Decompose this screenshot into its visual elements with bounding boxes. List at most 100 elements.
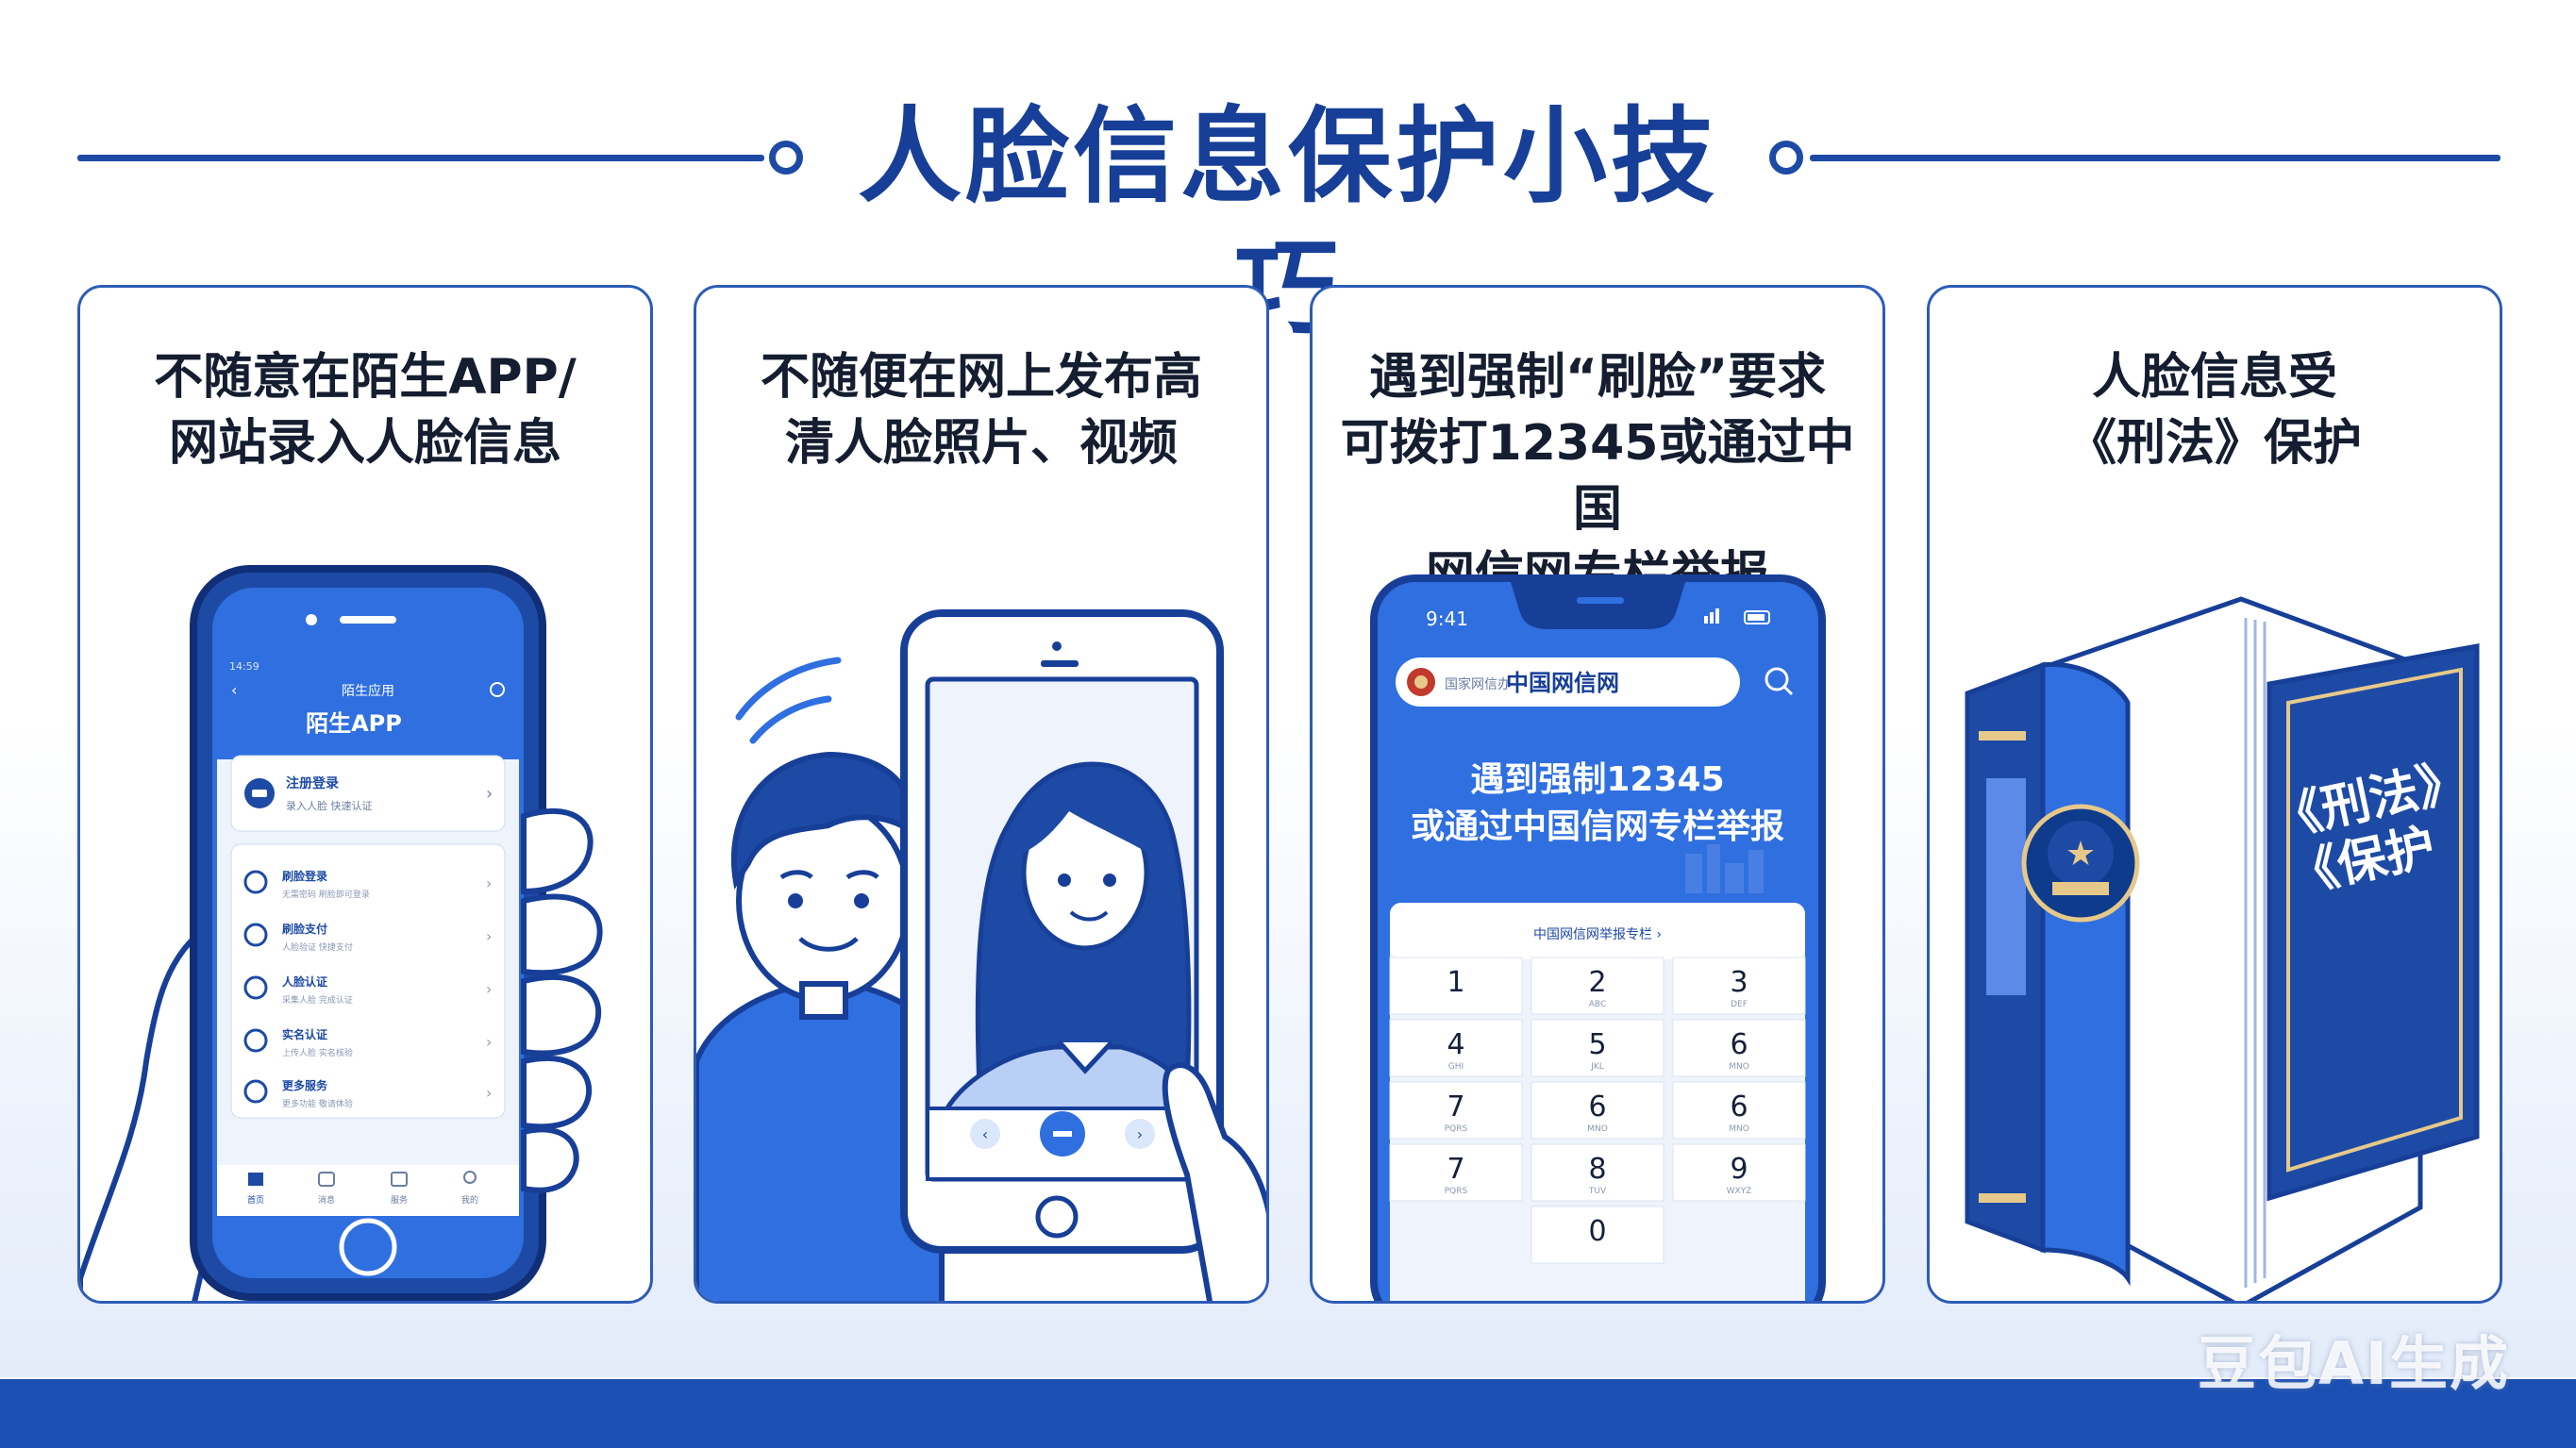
header-dot-right (1769, 141, 1803, 175)
dial-key-bg (1531, 1019, 1664, 1077)
svg-text:›: › (486, 1084, 492, 1102)
dial-key-letters: PQRS (1445, 1124, 1468, 1134)
nav-title: 陌生应用 (342, 683, 394, 699)
dial-key-letters: MNO (1729, 1062, 1749, 1072)
home-button-icon (339, 1218, 397, 1276)
dial-key-number: 9 (1730, 1153, 1748, 1186)
top-item-sub: 录入人脸 快速认证 (286, 799, 373, 812)
dial-key-0[interactable]: 0 (1531, 1206, 1664, 1264)
home-button-icon (1035, 1195, 1079, 1239)
svg-text:›: › (486, 1033, 492, 1051)
site-name: 中国网信网 (1506, 670, 1619, 696)
dial-key-number: 2 (1588, 966, 1606, 999)
dial-key-bg (1531, 1143, 1664, 1202)
dial-key-bg (1389, 1143, 1523, 1202)
list-item[interactable]: 刷脸支付 人脸验证 快捷支付 › (243, 922, 492, 953)
spine-band-icon (1979, 731, 2026, 741)
dial-key-number: 3 (1730, 966, 1748, 999)
tip-card-no-selfie-posting: 不随便在网上发布高 清人脸照片、视频 (694, 285, 1269, 1304)
svg-text:›: › (486, 927, 492, 945)
dial-key-number: 4 (1447, 1028, 1464, 1061)
service-icon (391, 1172, 408, 1187)
search-icon (1765, 667, 1789, 691)
hand-holding-phone-illustration: 14:59 ‹ 陌生应用 陌生APP 注册登录 录入人脸 快速认证 › 刷脸登录… (80, 565, 603, 1301)
site-prefix: 国家网信办 (1445, 676, 1511, 692)
page-title: 人脸信息保护小技巧 (858, 96, 1718, 349)
status-icons (1704, 608, 1770, 624)
couple-selfie-illustration: ‹ › (696, 609, 1266, 1301)
status-time: 9:41 (1426, 607, 1468, 630)
svg-text:›: › (486, 980, 492, 998)
dial-key-letters: ABC (1589, 1000, 1606, 1009)
dial-key-1[interactable]: 1 (1389, 957, 1523, 1015)
tab-message: 消息 (318, 1194, 335, 1206)
tab-home: 首页 (247, 1194, 264, 1206)
dial-key-letters: MNO (1587, 1124, 1608, 1134)
dial-key-letters: TUV (1588, 1187, 1607, 1196)
svg-text:更多功能 敬请体验: 更多功能 敬请体验 (282, 1098, 353, 1109)
status-time: 14:59 (229, 660, 259, 673)
card-caption: 不随便在网上发布高 清人脸照片、视频 (760, 349, 1202, 472)
svg-text:›: › (1137, 1125, 1143, 1143)
svg-text:‹: ‹ (982, 1125, 988, 1143)
card-caption: 人脸信息受 《刑法》保护 (2066, 349, 2362, 472)
header-dot-left (769, 141, 803, 175)
svg-text:上传人脸 实名核验: 上传人脸 实名核验 (282, 1047, 353, 1058)
dial-key-number: 1 (1447, 966, 1464, 999)
hand-icon (1162, 1062, 1266, 1301)
dial-key-bg (1389, 957, 1523, 1015)
message-icon (318, 1172, 335, 1187)
dial-key-number: 6 (1730, 1090, 1748, 1123)
dial-key-number: 6 (1588, 1090, 1606, 1123)
dial-key-bg (1389, 1081, 1523, 1140)
dial-key-letters: DEF (1731, 1000, 1748, 1009)
list-item[interactable]: 刷脸登录 无需密码 刷脸即可登录 › (243, 869, 492, 900)
list-item[interactable]: 更多服务 更多功能 敬请体验 › (243, 1078, 492, 1109)
next-icon (1125, 1119, 1155, 1149)
dial-key-bg (1672, 957, 1806, 1015)
list-item[interactable]: 人脸认证 采集人脸 完成认证 › (243, 974, 492, 1006)
dial-key-number: 8 (1588, 1153, 1606, 1186)
tip-card-report-forced-face-scan: 遇到强制“刷脸”要求 可拨打12345或通过中国 网信网专栏举报 9:41 国家… (1310, 285, 1885, 1304)
dial-key-letters: PQRS (1445, 1187, 1468, 1196)
header-line-right (1810, 155, 2501, 161)
dial-key-letters: MNO (1729, 1124, 1749, 1134)
banner-line-2: 或通过中国信网专栏举报 (1411, 807, 1784, 846)
dial-key-bg (1531, 1081, 1664, 1140)
profile-icon (463, 1171, 477, 1184)
dial-key-number: 0 (1588, 1215, 1606, 1248)
dial-key-letters: WXYZ (1727, 1187, 1752, 1196)
svg-text:刷脸登录: 刷脸登录 (282, 869, 327, 883)
dial-key-number: 7 (1447, 1153, 1464, 1186)
dial-key-bg (1531, 957, 1664, 1015)
tab-service: 服务 (391, 1194, 408, 1206)
card-caption: 不随意在陌生APP/ 网站录入人脸信息 (154, 349, 577, 472)
dial-key-bg (1672, 1081, 1806, 1140)
banner-line-1: 遇到强制12345 (1470, 760, 1724, 799)
dial-key-number: 7 (1447, 1090, 1464, 1123)
svg-text:实名认证: 实名认证 (282, 1027, 327, 1041)
tip-card-unknown-app: 不随意在陌生APP/ 网站录入人脸信息 14:59 ‹ 陌生应用 陌生APP 注… (77, 285, 653, 1304)
svg-text:采集人脸 完成认证: 采集人脸 完成认证 (282, 994, 353, 1006)
top-item-title: 注册登录 (286, 775, 339, 791)
list-item[interactable]: 实名认证 上传人脸 实名核验 › (243, 1027, 492, 1058)
bottom-bar (0, 1379, 2576, 1448)
svg-text:无需密码 刷脸即可登录: 无需密码 刷脸即可登录 (282, 889, 370, 900)
header-line-left (77, 155, 764, 161)
dial-key-bg (1672, 1143, 1806, 1202)
tab-profile: 我的 (461, 1194, 478, 1206)
watermark: 豆包AI生成 (2197, 1329, 2510, 1398)
settings-icon (490, 682, 505, 697)
